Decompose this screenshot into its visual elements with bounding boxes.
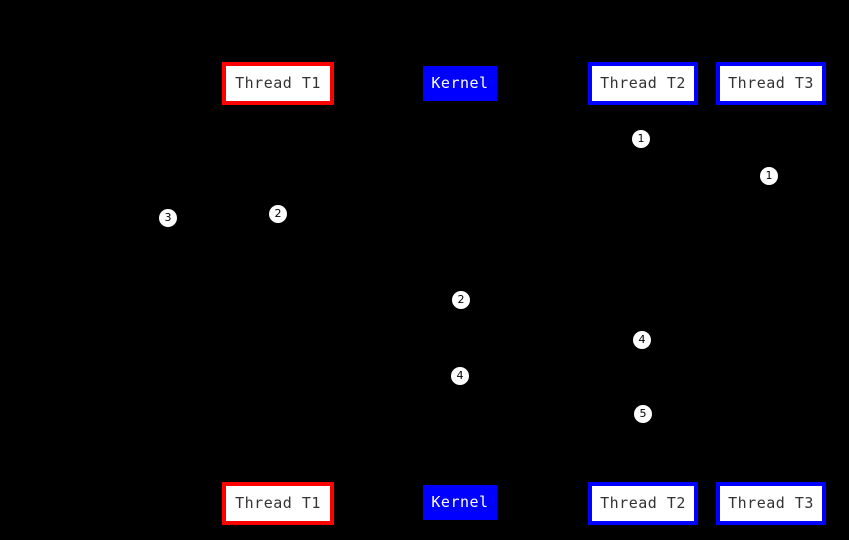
participant-label-kernel-bottom: Kernel xyxy=(431,493,489,511)
participant-thread-t3-top[interactable]: Thread T3 xyxy=(716,62,826,105)
step-badge: 2 xyxy=(269,205,287,223)
step-badge: 3 xyxy=(159,209,177,227)
participant-thread-t1-bottom[interactable]: Thread T1 xyxy=(222,482,334,525)
lifeline-nub-thread-t2-bottom xyxy=(642,479,645,482)
lifeline-thread-t3 xyxy=(771,105,772,482)
message-1-thread-t2 xyxy=(643,139,673,140)
participant-thread-t3-bottom[interactable]: Thread T3 xyxy=(716,482,826,525)
participant-thread-t2-top[interactable]: Thread T2 xyxy=(588,62,698,105)
step-badge: 2 xyxy=(452,291,470,309)
step-badge: 4 xyxy=(633,331,651,349)
participant-kernel-bottom[interactable]: Kernel xyxy=(423,485,497,520)
message-2-thread-t1 xyxy=(278,214,308,215)
message-1-thread-t3 xyxy=(771,176,801,177)
step-badge: 4 xyxy=(451,367,469,385)
step-badge: 1 xyxy=(632,130,650,148)
lifeline-nub-thread-t3-top xyxy=(770,104,773,107)
participant-label-thread-t3-bottom: Thread T3 xyxy=(728,494,814,512)
participant-thread-t1-top[interactable]: Thread T1 xyxy=(222,62,334,105)
lifeline-nub-thread-t2-top xyxy=(642,104,645,107)
participant-kernel-top[interactable]: Kernel xyxy=(423,66,497,101)
participant-label-thread-t3-top: Thread T3 xyxy=(728,74,814,92)
step-badge: 1 xyxy=(760,167,778,185)
lifeline-thread-t2 xyxy=(643,105,644,482)
step-badge: 5 xyxy=(634,405,652,423)
message-4-kernel xyxy=(460,376,490,377)
participant-label-thread-t1-top: Thread T1 xyxy=(235,74,321,92)
participant-thread-t2-bottom[interactable]: Thread T2 xyxy=(588,482,698,525)
lifeline-thread-t1 xyxy=(278,105,279,482)
participant-label-thread-t2-top: Thread T2 xyxy=(600,74,686,92)
participant-label-thread-t1-bottom: Thread T1 xyxy=(235,494,321,512)
lifeline-nub-thread-t1-top xyxy=(277,104,280,107)
lifeline-nub-thread-t3-bottom xyxy=(770,479,773,482)
message-4-thread-t2 xyxy=(643,340,673,341)
message-3-thread-t1 xyxy=(248,218,278,219)
lifeline-nub-thread-t1-bottom xyxy=(277,479,280,482)
participant-label-thread-t2-bottom: Thread T2 xyxy=(600,494,686,512)
participant-label-kernel-top: Kernel xyxy=(431,74,489,92)
message-5-thread-t2 xyxy=(643,414,673,415)
message-2-kernel xyxy=(460,300,490,301)
